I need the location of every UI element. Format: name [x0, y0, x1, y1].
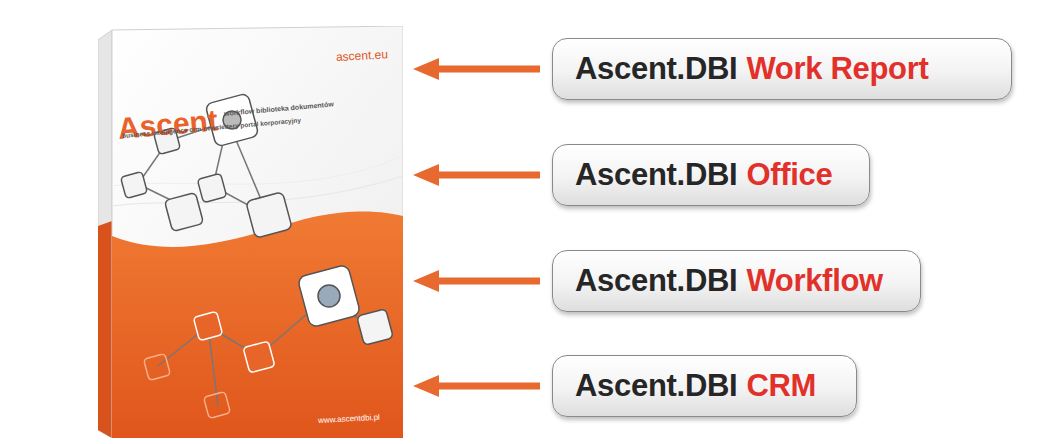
product-name: Ascent.DBI — [575, 263, 737, 299]
module-name: Work Report — [746, 51, 928, 87]
module-button: Ascent.DBICRM — [552, 355, 857, 417]
box-text: ascent.eu — [336, 47, 389, 64]
box-illustration — [98, 26, 403, 438]
arrow-connector — [413, 270, 540, 292]
module-name: CRM — [746, 368, 816, 404]
product-name: Ascent.DBI — [575, 157, 737, 193]
product-name: Ascent.DBI — [575, 368, 737, 404]
module-name: Office — [746, 157, 832, 193]
product-box: ascent.euAscentworkflow biblioteka dokum… — [98, 26, 403, 438]
module-button: Ascent.DBIOffice — [552, 144, 870, 206]
arrow-connector — [413, 164, 540, 186]
product-name: Ascent.DBI — [575, 51, 737, 87]
module-button: Ascent.DBIWork Report — [552, 38, 1012, 100]
module-button: Ascent.DBIWorkflow — [552, 250, 921, 312]
arrow-connector — [413, 375, 540, 397]
arrow-connector — [413, 58, 540, 80]
module-name: Workflow — [746, 263, 883, 299]
